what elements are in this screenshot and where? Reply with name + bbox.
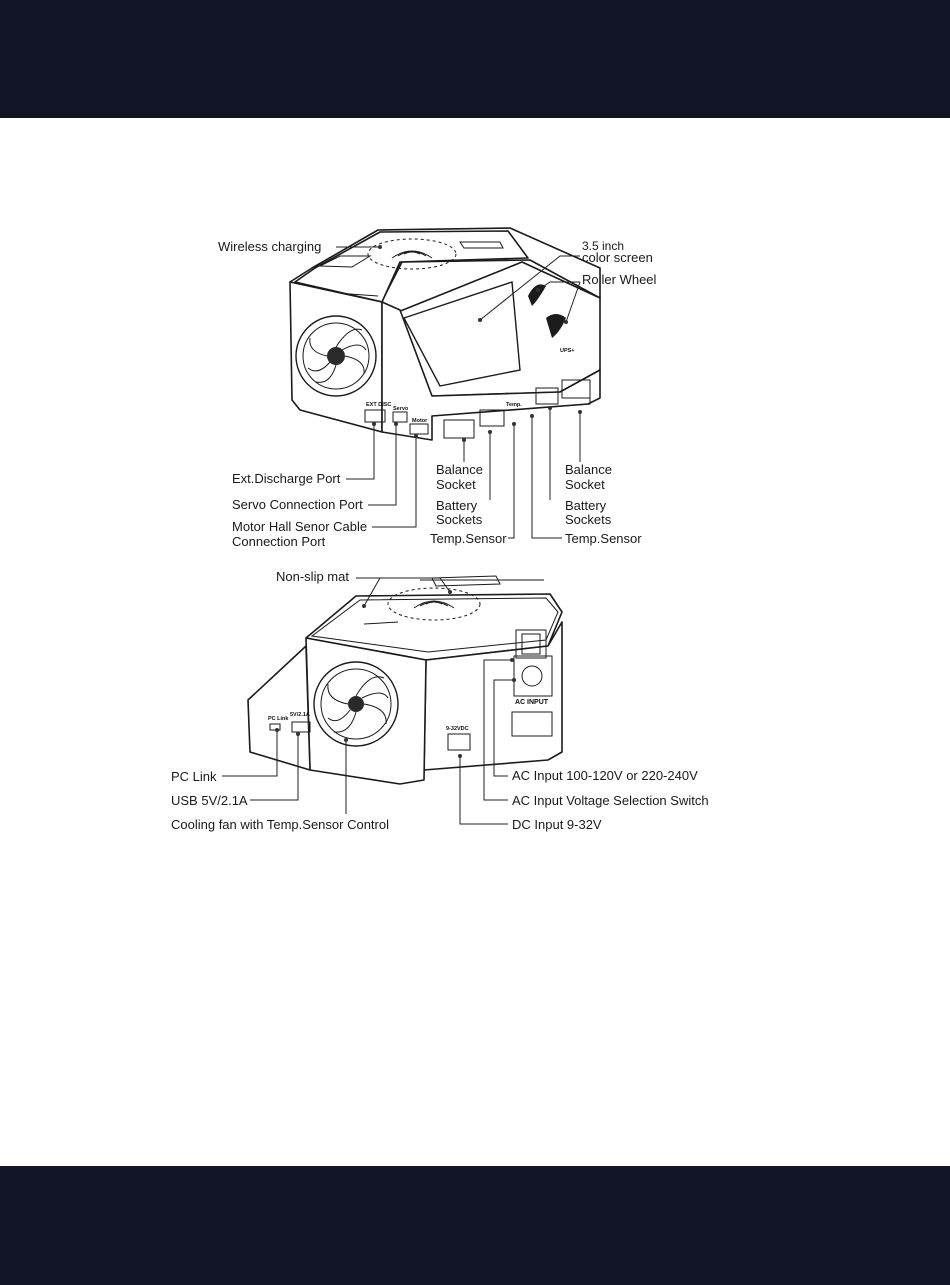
top-band xyxy=(0,0,950,118)
usb-marking: 5V/2.1A xyxy=(290,712,310,718)
label-color-screen: color screen xyxy=(582,250,653,265)
charger-rear-view: PC Link 5V/2.1A AC INPUT 9-32VDC xyxy=(247,575,563,785)
label-servo-port: Servo Connection Port xyxy=(232,497,363,512)
ups-marking: UPS+ xyxy=(560,348,575,354)
label-balance-left-2: Socket xyxy=(436,477,476,492)
rear-view-labels: Non-slip mat PC Link USB 5V/2.1A Cooling… xyxy=(171,569,709,832)
dc-marking: 9-32VDC xyxy=(446,726,469,732)
label-ext-discharge-port: Ext.Discharge Port xyxy=(232,471,341,486)
servo-marking: Servo xyxy=(393,406,409,412)
charger-front-view: EXT DISC Servo Motor Temp. UPS+ xyxy=(289,227,601,441)
ac-input-marking: AC INPUT xyxy=(515,699,549,706)
label-balance-left-1: Balance xyxy=(436,462,483,477)
bottom-band xyxy=(0,1166,950,1285)
label-non-slip-mat: Non-slip mat xyxy=(276,569,349,584)
front-view-labels: Wireless charging 3.5 inch color screen … xyxy=(218,239,657,549)
label-battery-right-1: Battery xyxy=(565,498,607,513)
rear-view-leaders xyxy=(222,577,516,825)
temp-marking: Temp. xyxy=(506,402,522,408)
label-battery-right-2: Sockets xyxy=(565,512,612,527)
label-dc-input: DC Input 9-32V xyxy=(512,817,602,832)
label-pc-link: PC Link xyxy=(171,769,217,784)
label-balance-right-2: Socket xyxy=(565,477,605,492)
ext-disc-marking: EXT DISC xyxy=(366,402,391,408)
pc-link-marking: PC Link xyxy=(268,716,289,722)
motor-marking: Motor xyxy=(412,418,428,424)
label-temp-right: Temp.Sensor xyxy=(565,531,642,546)
label-ac-switch: AC Input Voltage Selection Switch xyxy=(512,793,709,808)
label-wireless-charging: Wireless charging xyxy=(218,239,321,254)
label-balance-right-1: Balance xyxy=(565,462,612,477)
label-roller-wheel: Roller Wheel xyxy=(582,272,657,287)
label-cooling-fan: Cooling fan with Temp.Sensor Control xyxy=(171,817,389,832)
label-battery-left-1: Battery xyxy=(436,498,478,513)
label-motor-hall-2: Connection Port xyxy=(232,534,326,549)
label-temp-left: Temp.Sensor xyxy=(430,531,507,546)
label-usb: USB 5V/2.1A xyxy=(171,793,248,808)
label-motor-hall-1: Motor Hall Senor Cable xyxy=(232,519,367,534)
front-view-leaders xyxy=(336,245,582,539)
label-screen-size: 3.5 inch xyxy=(582,239,624,253)
label-battery-left-2: Sockets xyxy=(436,512,483,527)
label-ac-input: AC Input 100-120V or 220-240V xyxy=(512,768,698,783)
